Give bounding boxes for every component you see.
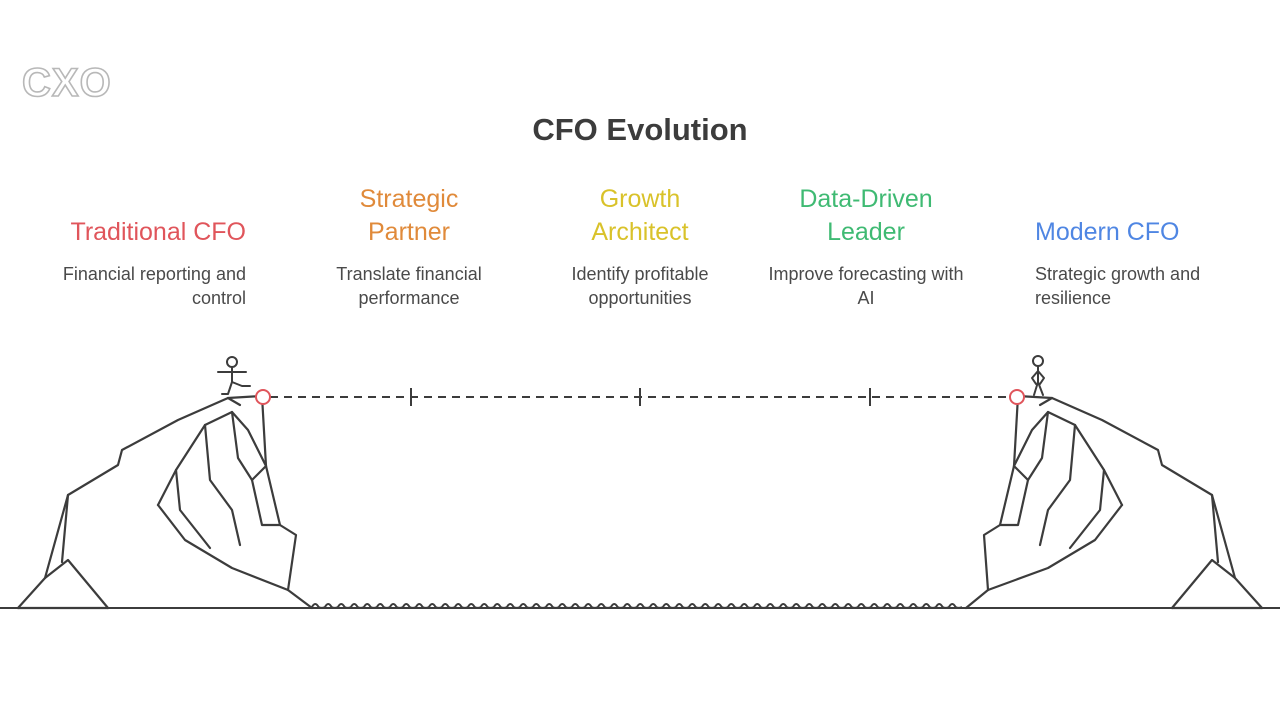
stick-figure-right-icon [1031, 355, 1045, 396]
end-marker [1009, 389, 1025, 405]
stick-figure-left-icon [217, 356, 251, 395]
stage-heading: Strategic Partner [359, 185, 459, 246]
stage-heading: Growth Architect [591, 185, 689, 246]
page-title: CFO Evolution [532, 112, 748, 147]
left-cliff [16, 394, 314, 610]
stage-strategic-partner: Strategic Partner Translate financial pe… [304, 183, 514, 310]
stage-heading: Modern CFO [1035, 218, 1180, 246]
stage-heading: Data-Driven Leader [799, 185, 933, 246]
stage-modern-cfo: Modern CFO Strategic growth and resilien… [1035, 183, 1245, 310]
stage-description: Improve forecasting with AI [768, 264, 964, 308]
stage-traditional-cfo: Traditional CFO Financial reporting and … [36, 183, 246, 310]
stage-growth-architect: Growth Architect Identify profitable opp… [535, 183, 745, 310]
right-cliff [964, 394, 1264, 610]
cxo-logo: CXO [22, 60, 112, 106]
stage-description: Translate financial performance [336, 264, 482, 308]
water-waves [311, 603, 963, 609]
stage-description: Identify profitable opportunities [571, 264, 709, 308]
stage-description: Strategic growth and resilience [1035, 264, 1201, 308]
start-marker [255, 389, 271, 405]
stage-data-driven-leader: Data-Driven Leader Improve forecasting w… [761, 183, 971, 310]
stage-description: Financial reporting and control [62, 264, 246, 308]
stage-heading: Traditional CFO [70, 218, 246, 246]
logo-text: CXO [22, 61, 112, 105]
